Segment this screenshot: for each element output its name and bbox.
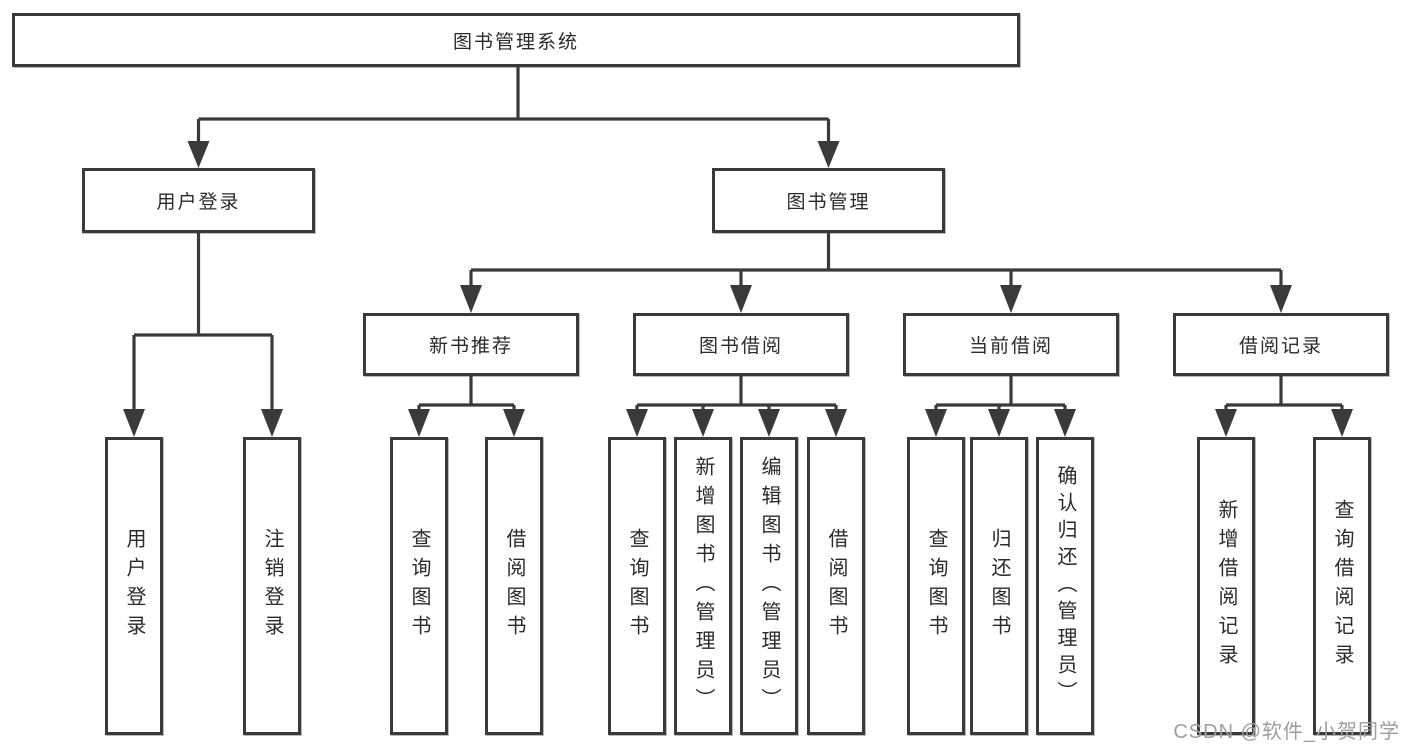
connector-current-to-leaves xyxy=(925,376,1076,437)
leaf-add-borrow-record: 新增借阅记录 xyxy=(1197,437,1255,735)
leaf-query-books: 查询图书 xyxy=(907,437,965,735)
node-label: 注销登录 xyxy=(261,528,283,644)
node-label: 用户登录 xyxy=(156,192,241,213)
connector-borrow-to-leaves xyxy=(626,376,847,437)
node-label: 借阅图书 xyxy=(825,528,847,644)
node-label: 借阅图书 xyxy=(503,528,525,644)
node-label: 确认归还（管理员） xyxy=(1054,464,1076,708)
node-label: 查询图书 xyxy=(408,528,430,644)
leaf-query-books: 查询图书 xyxy=(608,437,666,735)
connector-login-to-leaves xyxy=(123,233,283,437)
leaf-logout: 注销登录 xyxy=(243,437,301,735)
node-label: 用户登录 xyxy=(123,528,145,644)
node-current-borrow: 当前借阅 xyxy=(903,313,1119,376)
node-label: 归还图书 xyxy=(988,528,1010,644)
node-label: 查询图书 xyxy=(626,528,648,644)
node-label: 当前借阅 xyxy=(968,336,1053,357)
node-label: 新增图书（管理员） xyxy=(692,455,714,717)
node-book-management: 图书管理 xyxy=(712,168,945,233)
connector-management-to-level3 xyxy=(460,233,1292,313)
leaf-confirm-return-admin: 确认归还（管理员） xyxy=(1036,437,1094,735)
leaf-borrow-books: 借阅图书 xyxy=(485,437,543,735)
connector-records-to-leaves xyxy=(1215,376,1353,437)
leaf-query-borrow-record: 查询借阅记录 xyxy=(1313,437,1371,735)
node-user-login: 用户登录 xyxy=(82,168,315,233)
leaf-edit-books-admin: 编辑图书（管理员） xyxy=(740,437,798,735)
node-new-book-recommend: 新书推荐 xyxy=(363,313,579,376)
node-label: 借阅记录 xyxy=(1238,336,1323,357)
node-borrow-records: 借阅记录 xyxy=(1173,313,1389,376)
node-label: 图书管理 xyxy=(786,192,871,213)
node-label: 查询借阅记录 xyxy=(1331,499,1353,673)
node-label: 图书借阅 xyxy=(698,336,783,357)
node-label: 编辑图书（管理员） xyxy=(758,455,780,717)
connector-recommend-to-leaves xyxy=(408,376,525,437)
node-label: 新增借阅记录 xyxy=(1215,499,1237,673)
leaf-user-login: 用户登录 xyxy=(105,437,163,735)
leaf-query-books: 查询图书 xyxy=(390,437,448,735)
node-library-management-system: 图书管理系统 xyxy=(12,13,1020,67)
node-label: 新书推荐 xyxy=(428,336,513,357)
leaf-borrow-books: 借阅图书 xyxy=(807,437,865,735)
leaf-return-books: 归还图书 xyxy=(970,437,1028,735)
csdn-watermark: CSDN @软件_小贺同学 xyxy=(1173,721,1400,743)
connector-root-to-level2 xyxy=(187,66,840,168)
node-book-borrow: 图书借阅 xyxy=(633,313,849,376)
node-label: 查询图书 xyxy=(925,528,947,644)
node-label: 图书管理系统 xyxy=(452,31,579,53)
leaf-add-books-admin: 新增图书（管理员） xyxy=(674,437,732,735)
